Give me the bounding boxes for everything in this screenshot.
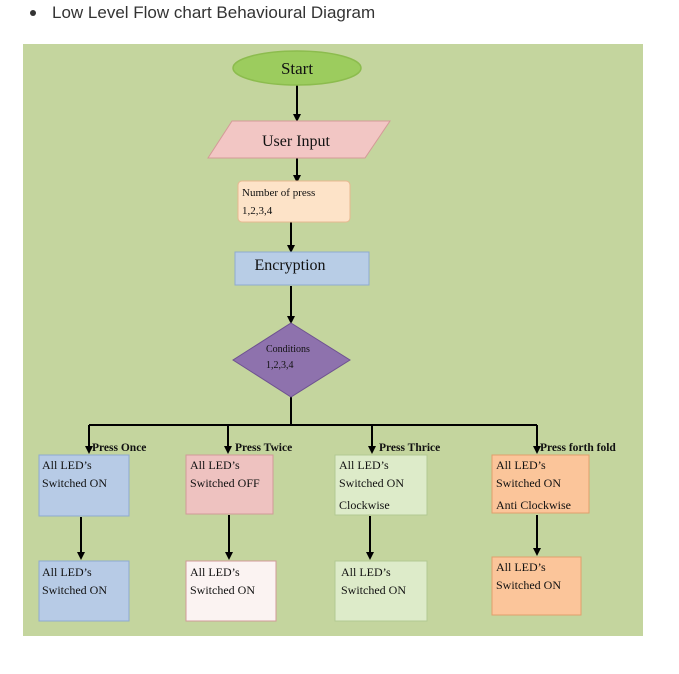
- branch-4-step1-line3: Anti Clockwise: [496, 498, 571, 512]
- branch-1-step1-line1: All LED’s: [42, 458, 92, 472]
- start-node: [232, 50, 362, 86]
- branch-1-label: Press Once: [92, 442, 146, 454]
- branch-2-step2: [185, 560, 277, 622]
- branch-4-step1-line2: Switched ON: [496, 476, 561, 490]
- user-input-label: User Input: [262, 133, 331, 150]
- encryption-label: Encryption: [254, 257, 325, 274]
- heading-text: Low Level Flow chart Behavioural Diagram: [52, 3, 376, 22]
- encryption-node: [234, 251, 370, 286]
- branch-3-step1-line2: Switched ON: [339, 476, 404, 490]
- branch-2-step2-line2: Switched ON: [190, 583, 255, 597]
- connectors: [77, 84, 541, 560]
- branch-4-step1: [491, 454, 590, 514]
- branch-4-step2-line2: Switched ON: [496, 578, 561, 592]
- branch-2-step2-line1: All LED’s: [190, 565, 240, 579]
- branch-4-step2-line1: All LED’s: [496, 560, 546, 574]
- branch-3-label: Press Thrice: [379, 442, 440, 454]
- section-heading: Low Level Flow chart Behavioural Diagram: [30, 3, 375, 23]
- bullet-icon: [30, 10, 36, 16]
- branch-4-step1-line1: All LED’s: [496, 458, 546, 472]
- branch-3-step2-line2: Switched ON: [341, 583, 406, 597]
- branch-3-step1: [334, 454, 428, 516]
- conditions-node: [232, 322, 351, 398]
- press-count-node: [237, 180, 351, 223]
- branch-3-step1-line3: Clockwise: [339, 498, 390, 512]
- press-count-line2: 1,2,3,4: [242, 205, 273, 217]
- start-label: Start: [281, 59, 313, 78]
- press-count-line1: Number of press: [242, 187, 315, 199]
- branch-2-label: Press Twice: [235, 442, 292, 454]
- branch-4-label: Press forth fold: [540, 442, 616, 454]
- conditions-line1: Conditions: [266, 344, 310, 355]
- branch-1-step1-line2: Switched ON: [42, 476, 107, 490]
- branch-3-step1-line1: All LED’s: [339, 458, 389, 472]
- user-input-node: [207, 120, 391, 159]
- branch-1-step2: [38, 560, 130, 622]
- branch-2-step1-line1: All LED’s: [190, 458, 240, 472]
- branch-1-step1: [38, 454, 130, 517]
- branch-2-step1-line2: Switched OFF: [190, 476, 260, 490]
- branch-4-step2: [491, 556, 582, 616]
- branch-1-step2-line1: All LED’s: [42, 565, 92, 579]
- branch-1-step2-line2: Switched ON: [42, 583, 107, 597]
- branch-3-step2: [334, 560, 428, 622]
- conditions-line2: 1,2,3,4: [266, 360, 294, 371]
- branch-2-step1: [185, 454, 274, 515]
- branch-3-step2-line1: All LED’s: [341, 565, 391, 579]
